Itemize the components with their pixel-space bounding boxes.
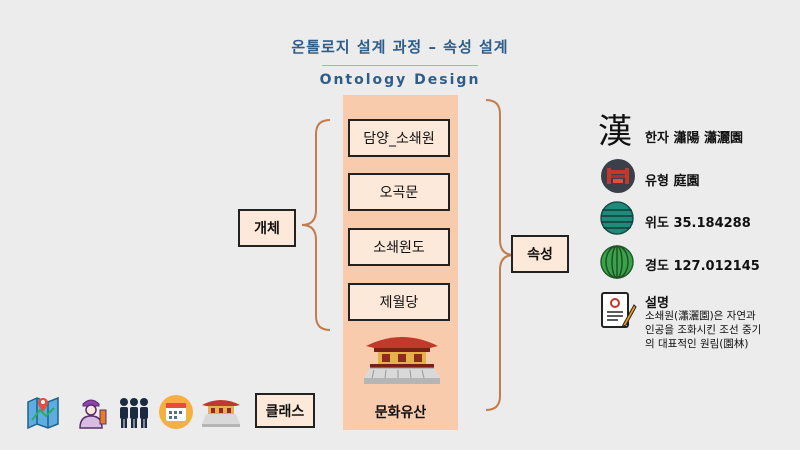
latitude-globe-icon	[600, 201, 634, 235]
description-body: 소쇄원(瀟灑園)은 자연과 인공을 조화시킨 조선 중기의 대표적인 원림(園林…	[645, 310, 762, 350]
longitude-globe-icon	[600, 245, 634, 279]
hanja-icon: 漢	[598, 112, 632, 152]
class-label: 클래스	[255, 393, 315, 428]
property-label: 속성	[511, 235, 569, 273]
description-title: 설명	[645, 296, 669, 311]
page-subtitle: Ontology Design	[319, 72, 481, 88]
engineer-person-icon	[79, 399, 107, 429]
people-group-icon	[120, 398, 148, 428]
map-location-icon	[27, 396, 59, 430]
palace-icon	[364, 337, 440, 384]
title-divider	[322, 65, 478, 66]
type-property: 유형 庭園	[645, 174, 700, 189]
instance-box-1: 담양_소쇄원	[348, 119, 450, 157]
garden-type-icon	[601, 159, 635, 193]
longitude-property: 경도 127.012145	[645, 259, 760, 274]
latitude-property: 위도 35.184288	[645, 216, 751, 231]
instance-box-2: 오곡문	[348, 173, 450, 211]
column-caption: 문화유산	[374, 405, 427, 421]
page-title: 온톨로지 설계 과정 – 속성 설계	[291, 38, 509, 56]
instance-box-4: 제월당	[348, 283, 450, 321]
instance-box-3: 소쇄원도	[348, 228, 450, 266]
left-brace	[301, 119, 331, 331]
description-document-icon	[601, 292, 637, 329]
calendar-icon	[159, 395, 193, 429]
hanja-property: 한자 瀟陽 瀟灑園	[645, 131, 743, 146]
entity-label: 개체	[238, 209, 296, 247]
heritage-palace-icon	[202, 400, 240, 427]
